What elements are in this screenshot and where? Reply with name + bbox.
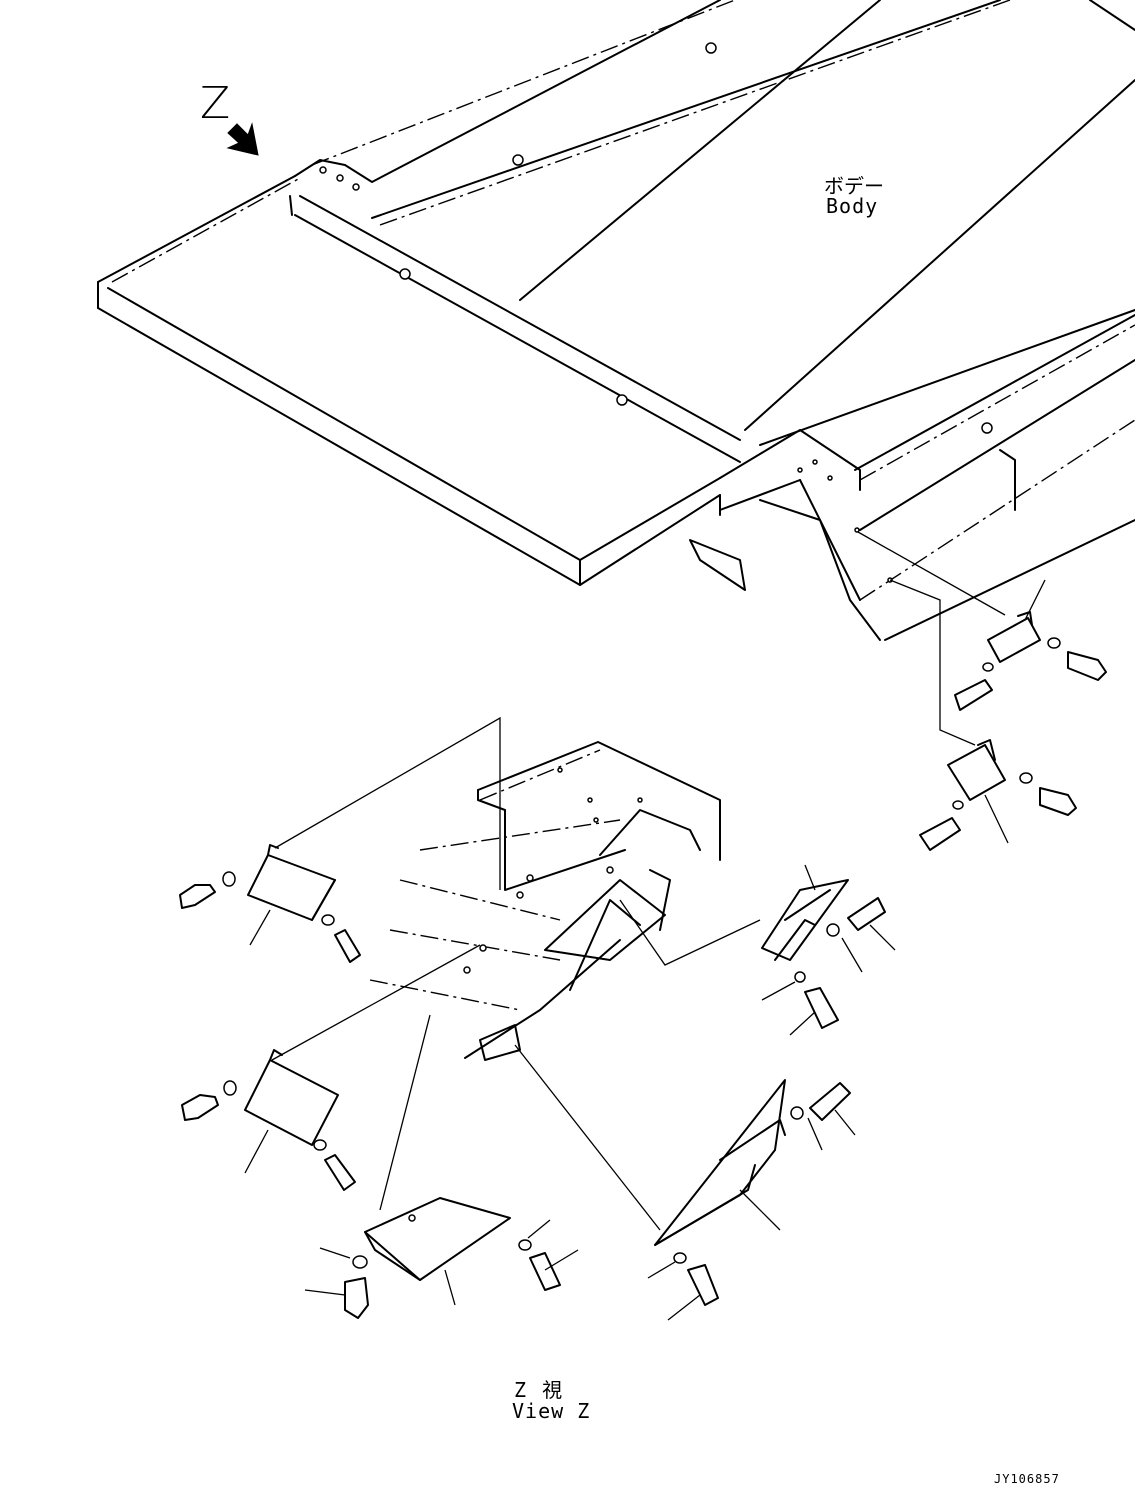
leader-lines-lower [244,716,816,1306]
drawing-number: JY106857 [994,1472,1060,1486]
view-z-caption-jp: Z 視 [514,1378,565,1402]
bracket-upper-right-1 [954,611,1107,711]
view-z-caption-en: View Z [512,1399,591,1423]
body-label-jp: ボデー [824,174,884,198]
view-z-frame [369,741,721,1061]
slanted-cover-right [647,1079,856,1321]
body-label-en: Body [826,194,879,218]
small-cover-right [761,879,896,1036]
bracket-upper-right-2 [919,739,1077,851]
bottom-plate [304,1197,579,1319]
bracket-left-2 [181,1049,356,1191]
view-z-marker: Z [200,78,231,129]
bracket-left-1 [179,844,361,963]
dump-body-outline [97,0,1135,641]
view-direction-arrow-icon [226,122,259,156]
